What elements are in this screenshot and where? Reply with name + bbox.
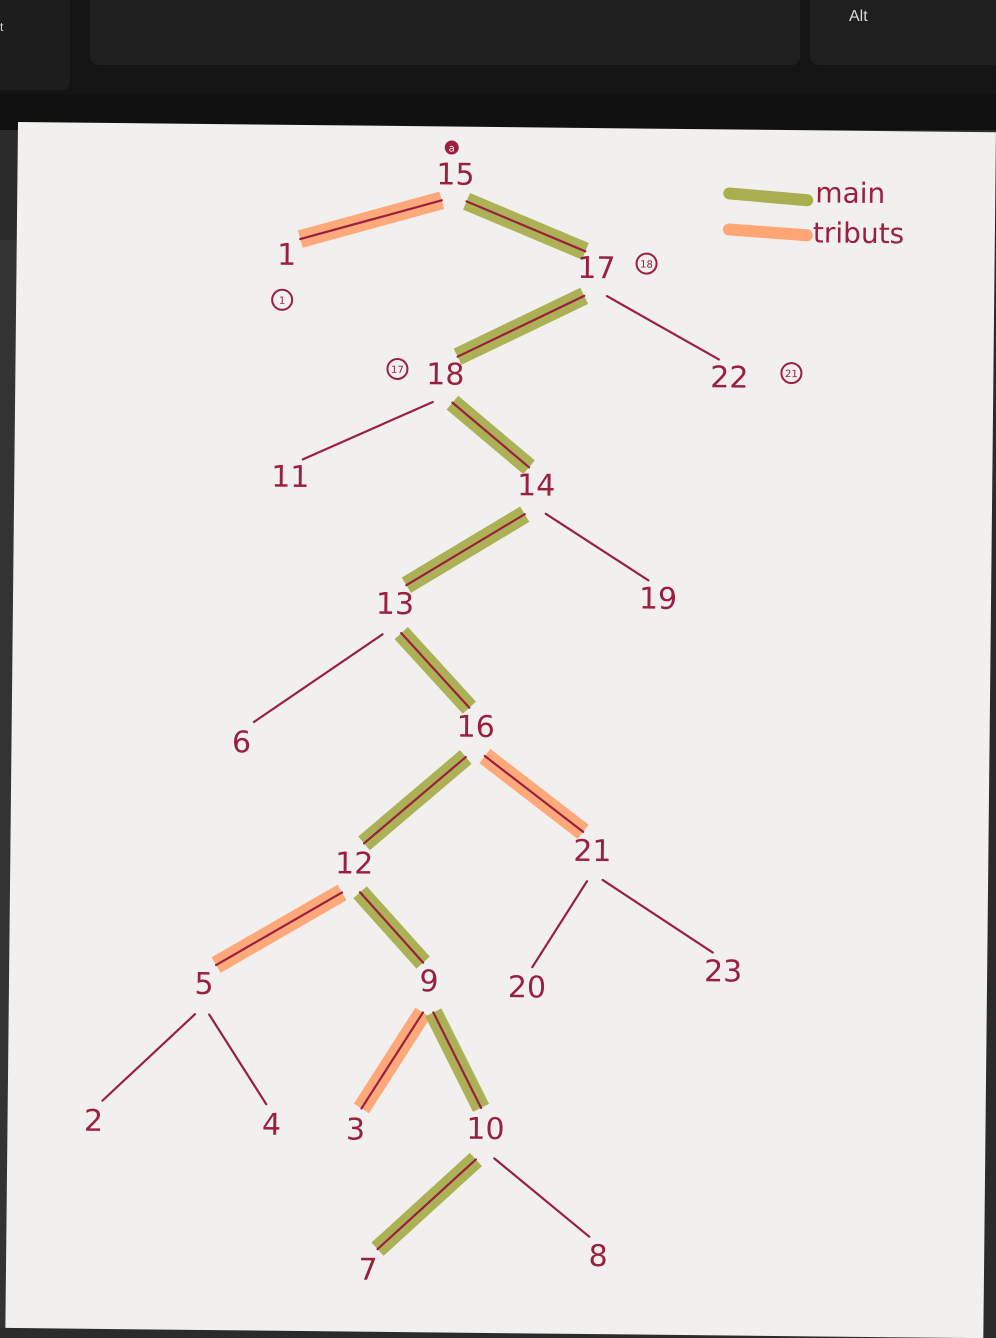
- edge-stroke: [456, 294, 586, 358]
- node-14: 14: [517, 468, 556, 503]
- edge-n21-n20: [531, 880, 589, 969]
- edge-n9-n10: [425, 1008, 490, 1112]
- node-1: 1: [277, 238, 296, 273]
- edge-stroke: [483, 754, 585, 833]
- node-15: 15: [436, 157, 475, 192]
- node-2: 2: [84, 1104, 103, 1139]
- node-6: 6: [232, 725, 251, 760]
- node-20: 20: [508, 970, 547, 1005]
- edge-stroke: [101, 1013, 197, 1102]
- node-18-order-text: 17: [391, 365, 404, 376]
- edge-stroke: [465, 200, 587, 253]
- node-18-order-circle: [386, 357, 409, 380]
- edge-stroke: [400, 631, 471, 709]
- node-1-order-circle: [271, 288, 294, 311]
- edge-n13-n16: [394, 627, 476, 714]
- node-5: 5: [194, 967, 213, 1002]
- edge-stroke: [376, 1158, 477, 1251]
- edge-stroke: [358, 891, 425, 964]
- node-4: 4: [262, 1108, 281, 1143]
- edge-n18-n14: [446, 395, 535, 475]
- edge-n5-n4: [208, 1013, 268, 1106]
- legend-label-main: main: [815, 176, 885, 210]
- legend-label-tributs: tributs: [813, 216, 905, 250]
- root-marker: a: [444, 140, 459, 155]
- edge-n14-n13: [401, 506, 530, 593]
- left-key-label: t: [0, 20, 4, 34]
- edge-stroke: [451, 401, 531, 469]
- legend-swatch-main: [723, 187, 814, 207]
- edge-n5-n2: [101, 1013, 197, 1102]
- node-10: 10: [466, 1112, 505, 1147]
- node-12: 12: [335, 846, 374, 881]
- edge-stroke: [531, 880, 589, 969]
- edge-n16-n12: [358, 750, 472, 851]
- root-marker-text: a: [449, 144, 455, 155]
- node-16: 16: [456, 710, 495, 745]
- node-8: 8: [588, 1239, 607, 1274]
- node-22-order-text: 21: [785, 369, 798, 380]
- node-17-order-text: 18: [640, 260, 653, 271]
- node-23: 23: [704, 954, 743, 989]
- edge-stroke: [252, 633, 384, 724]
- edge-stroke: [601, 878, 714, 954]
- edge-stroke: [605, 294, 720, 361]
- edge-stroke: [208, 1013, 268, 1106]
- legend: main tributs: [722, 176, 905, 250]
- edge-n12-n5: [211, 884, 347, 973]
- node-3: 3: [346, 1112, 365, 1147]
- alt-key-label: Alt: [849, 8, 868, 25]
- edge-n16-n21: [479, 748, 589, 839]
- node-22: 22: [710, 360, 749, 395]
- node-21: 21: [573, 834, 612, 869]
- edge-stroke: [362, 755, 467, 845]
- edge-n14-n19: [544, 512, 650, 582]
- node-13: 13: [376, 587, 415, 622]
- node-17-order-circle: [635, 252, 658, 275]
- edge-n10-n8: [493, 1157, 591, 1238]
- node-9: 9: [419, 964, 438, 999]
- edge-n17-n22: [605, 294, 720, 361]
- edge-stroke: [301, 400, 434, 461]
- edge-stroke: [544, 512, 650, 582]
- edge-stroke: [215, 891, 344, 967]
- node-22-order-circle: [780, 362, 803, 385]
- edge-stroke: [299, 199, 443, 241]
- edge-n17-n18: [453, 287, 589, 365]
- edge-n15-n1: [297, 191, 445, 248]
- edge-stroke: [360, 1011, 425, 1110]
- node-17: 17: [577, 251, 616, 286]
- node-1-order-text: 1: [279, 296, 285, 307]
- node-18: 18: [426, 357, 465, 392]
- edge-stroke: [432, 1011, 483, 1109]
- legend-swatch-tributs: [722, 223, 813, 242]
- edge-n10-n7: [371, 1152, 482, 1256]
- edge-n12-n9: [353, 886, 430, 969]
- edge-n15-n17: [463, 193, 589, 260]
- edge-n21-n23: [601, 878, 714, 954]
- node-19: 19: [639, 582, 678, 617]
- edge-stroke: [405, 513, 526, 587]
- keyboard: [0, 0, 996, 130]
- edge-stroke: [493, 1157, 591, 1238]
- edge-n18-n11: [301, 400, 434, 461]
- edge-n9-n3: [353, 1007, 431, 1114]
- node-11: 11: [271, 460, 310, 495]
- edge-n13-n6: [252, 633, 384, 724]
- node-7: 7: [358, 1253, 377, 1288]
